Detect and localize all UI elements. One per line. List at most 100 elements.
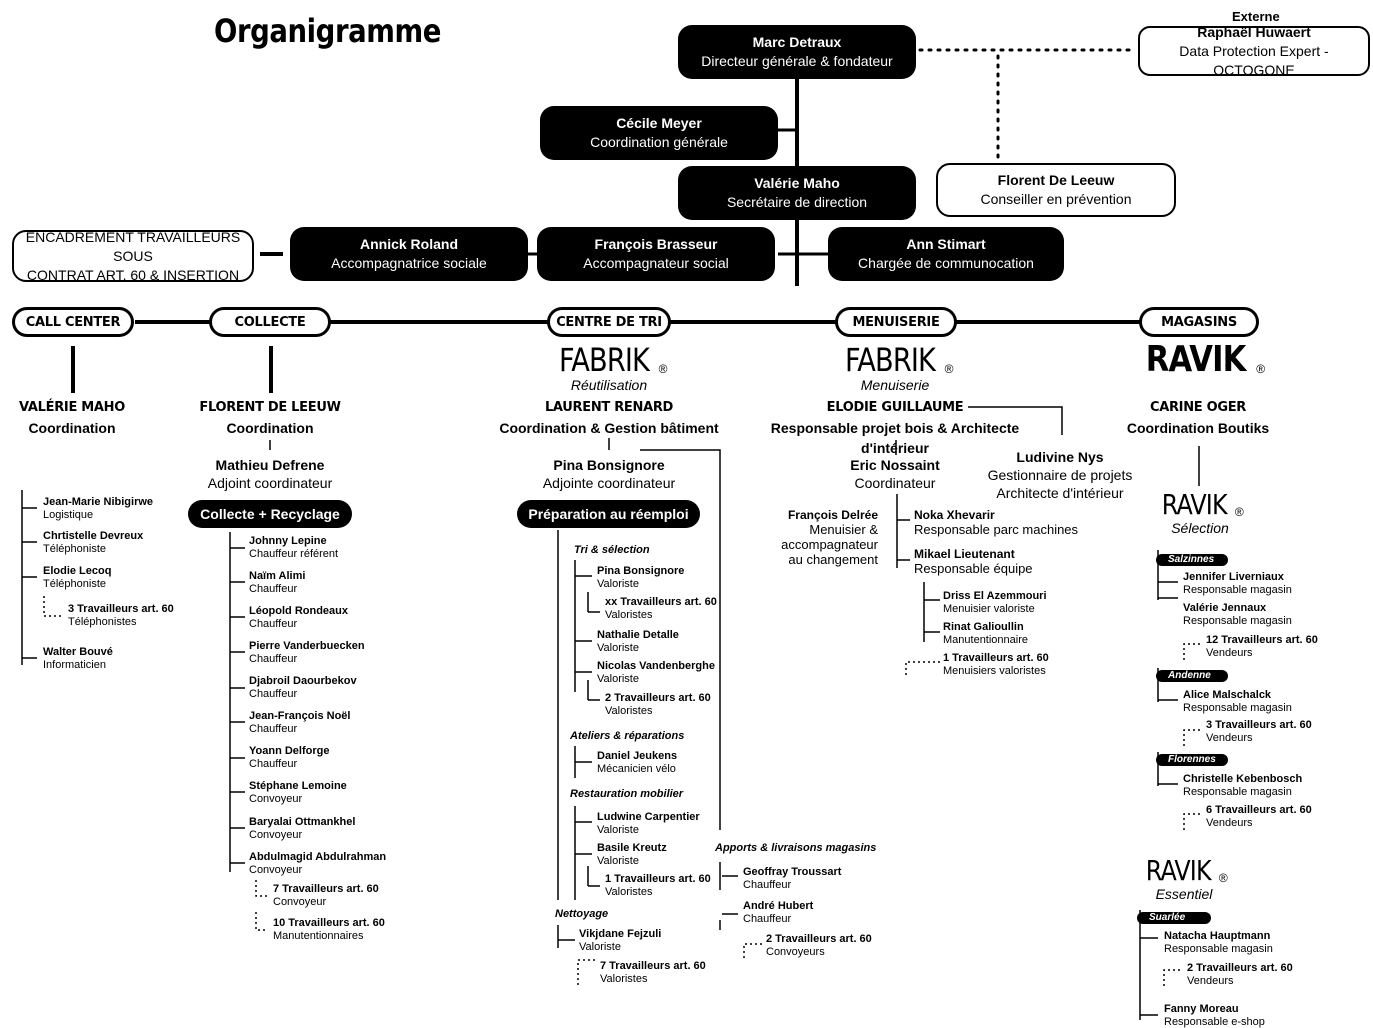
comm-box: Ann Stimart Chargée de communocation xyxy=(828,227,1064,281)
person-role: Informaticien xyxy=(43,659,106,671)
person-role: Convoyeur xyxy=(249,793,303,805)
person-role: Chauffeur xyxy=(743,879,792,891)
ravik-logo: RAVIK® xyxy=(1121,339,1281,380)
prevention-role: Conseiller en prévention xyxy=(980,191,1132,207)
lead-name: LAURENT RENARD xyxy=(544,400,674,415)
person-name: Pierre Vanderbuecken xyxy=(249,640,365,652)
dept-call-center: CALL CENTER xyxy=(12,307,134,337)
section-tri: Tri & sélection xyxy=(574,544,650,556)
person-role: accompagnateur xyxy=(781,537,878,552)
director-name: Marc Detraux xyxy=(752,34,842,50)
person-role: Vendeurs xyxy=(1206,647,1253,659)
social1-name: Annick Roland xyxy=(359,236,458,252)
deputy-name: Eric Nossaint xyxy=(850,457,940,473)
lead-role: Coordination & Gestion bâtiment xyxy=(499,420,719,436)
person-name: Naïm Alimi xyxy=(249,570,306,582)
menuiserie-lead: ELODIE GUILLAUME Responsable projet bois… xyxy=(735,398,1055,458)
person-role: Menuisier & xyxy=(809,522,878,537)
brand-text: FABRIK xyxy=(844,341,936,379)
person-name: Pina Bonsignore xyxy=(597,565,685,577)
deputy-role: Adjoint coordinateur xyxy=(207,475,333,491)
lead-role: Responsable projet bois & Architecte d'i… xyxy=(770,420,1020,456)
ravik-selection-logo: RAVIK® Sélection xyxy=(1120,488,1280,537)
person-name: Baryalai Ottmankhel xyxy=(249,816,356,828)
coordination-role: Coordination générale xyxy=(590,134,728,150)
dept-magasins: MAGASINS xyxy=(1139,307,1259,337)
section-restauration: Restauration mobilier xyxy=(570,788,684,800)
person-name: Nicolas Vandenberghe xyxy=(597,660,715,672)
lead-name: CARINE OGER xyxy=(1149,400,1247,415)
person-name: Rinat Galioullin xyxy=(943,621,1024,633)
person-name: Stéphane Lemoine xyxy=(249,780,347,792)
person-role: Responsable équipe xyxy=(914,561,1033,576)
person-name: 1 Travailleurs art. 60 xyxy=(943,652,1049,664)
deputy-role: Coordinateur xyxy=(854,475,936,491)
magasins-lead: CARINE OGER Coordination Boutiks xyxy=(1078,398,1318,438)
coordination-box: Cécile Meyer Coordination générale xyxy=(540,106,778,160)
person-name: 2 Travailleurs art. 60 xyxy=(605,692,711,704)
social1-box: Annick Roland Accompagnatrice sociale xyxy=(290,227,528,281)
person-name: Noka Xhevarir xyxy=(914,508,995,522)
person-role: Manutentionnaires xyxy=(273,930,364,942)
person-role: Responsable magasin xyxy=(1183,584,1292,596)
person-role: Chauffeur xyxy=(249,688,298,700)
fabrik-menuiserie-logo: FABRIK® Menuiserie xyxy=(815,343,975,393)
person-name: Ludwine Carpentier xyxy=(597,811,700,823)
person-name: Nathalie Detalle xyxy=(597,629,679,641)
person-role: Chauffeur xyxy=(249,653,298,665)
person-name: Driss El Azemmouri xyxy=(943,590,1047,602)
person-role: Téléphoniste xyxy=(43,543,106,555)
person-role: Valoristes xyxy=(600,973,648,985)
person-role: Valoristes xyxy=(605,886,653,898)
list-item: 3 Travailleurs art. 60 Téléphonistes xyxy=(68,603,174,629)
external-label: Externe xyxy=(1232,9,1280,24)
page-title: Organigramme xyxy=(214,12,441,50)
person-name: Mikael Lieutenant xyxy=(914,547,1015,561)
brand-text: FABRIK xyxy=(558,341,650,379)
person-role: Responsable magasin xyxy=(1183,615,1292,627)
person-name: xx Travailleurs art. 60 xyxy=(605,596,717,608)
person-role: Responsable magasin xyxy=(1183,786,1292,798)
secretary-name: Valérie Maho xyxy=(754,175,840,191)
lead-name: VALÉRIE MAHO xyxy=(19,400,125,415)
person-role: Vendeurs xyxy=(1206,817,1253,829)
person-name: Natacha Hauptmann xyxy=(1164,930,1271,942)
fabrik-reutilisation-logo: FABRIK® Réutilisation xyxy=(529,343,689,393)
encadrement-line1: ENCADREMENT TRAVAILLEURS SOUS xyxy=(25,228,241,264)
dept-menuiserie: MENUISERIE xyxy=(835,307,957,337)
social2-name: François Brasseur xyxy=(594,236,718,252)
call-center-lead: VALÉRIE MAHO Coordination xyxy=(0,398,192,438)
person-role: Responsable magasin xyxy=(1183,702,1292,714)
person-role: Chauffeur xyxy=(249,758,298,770)
person-name: Yoann Delforge xyxy=(249,745,330,757)
person-role: Valoristes xyxy=(605,609,653,621)
brand-text: RAVIK xyxy=(1145,339,1247,380)
person-name: Elodie Lecoq xyxy=(43,565,112,577)
person-role: Chauffeur référent xyxy=(249,548,339,560)
person-name: Basile Kreutz xyxy=(597,842,667,854)
dept-centre-de-tri: CENTRE DE TRI xyxy=(547,307,671,337)
registered-icon: ® xyxy=(944,362,954,376)
person-role: Responsable e-shop xyxy=(1164,1016,1265,1028)
person-role: Convoyeur xyxy=(249,864,303,876)
list-item: Walter Bouvé Informaticien xyxy=(43,646,113,672)
person-name: Fanny Moreau xyxy=(1164,1003,1239,1015)
person-name: Vikjdane Fejzuli xyxy=(579,928,662,940)
coordination-name: Cécile Meyer xyxy=(616,115,702,131)
person-name: Geoffray Troussart xyxy=(743,866,842,878)
brand-text: RAVIK xyxy=(1162,488,1228,521)
